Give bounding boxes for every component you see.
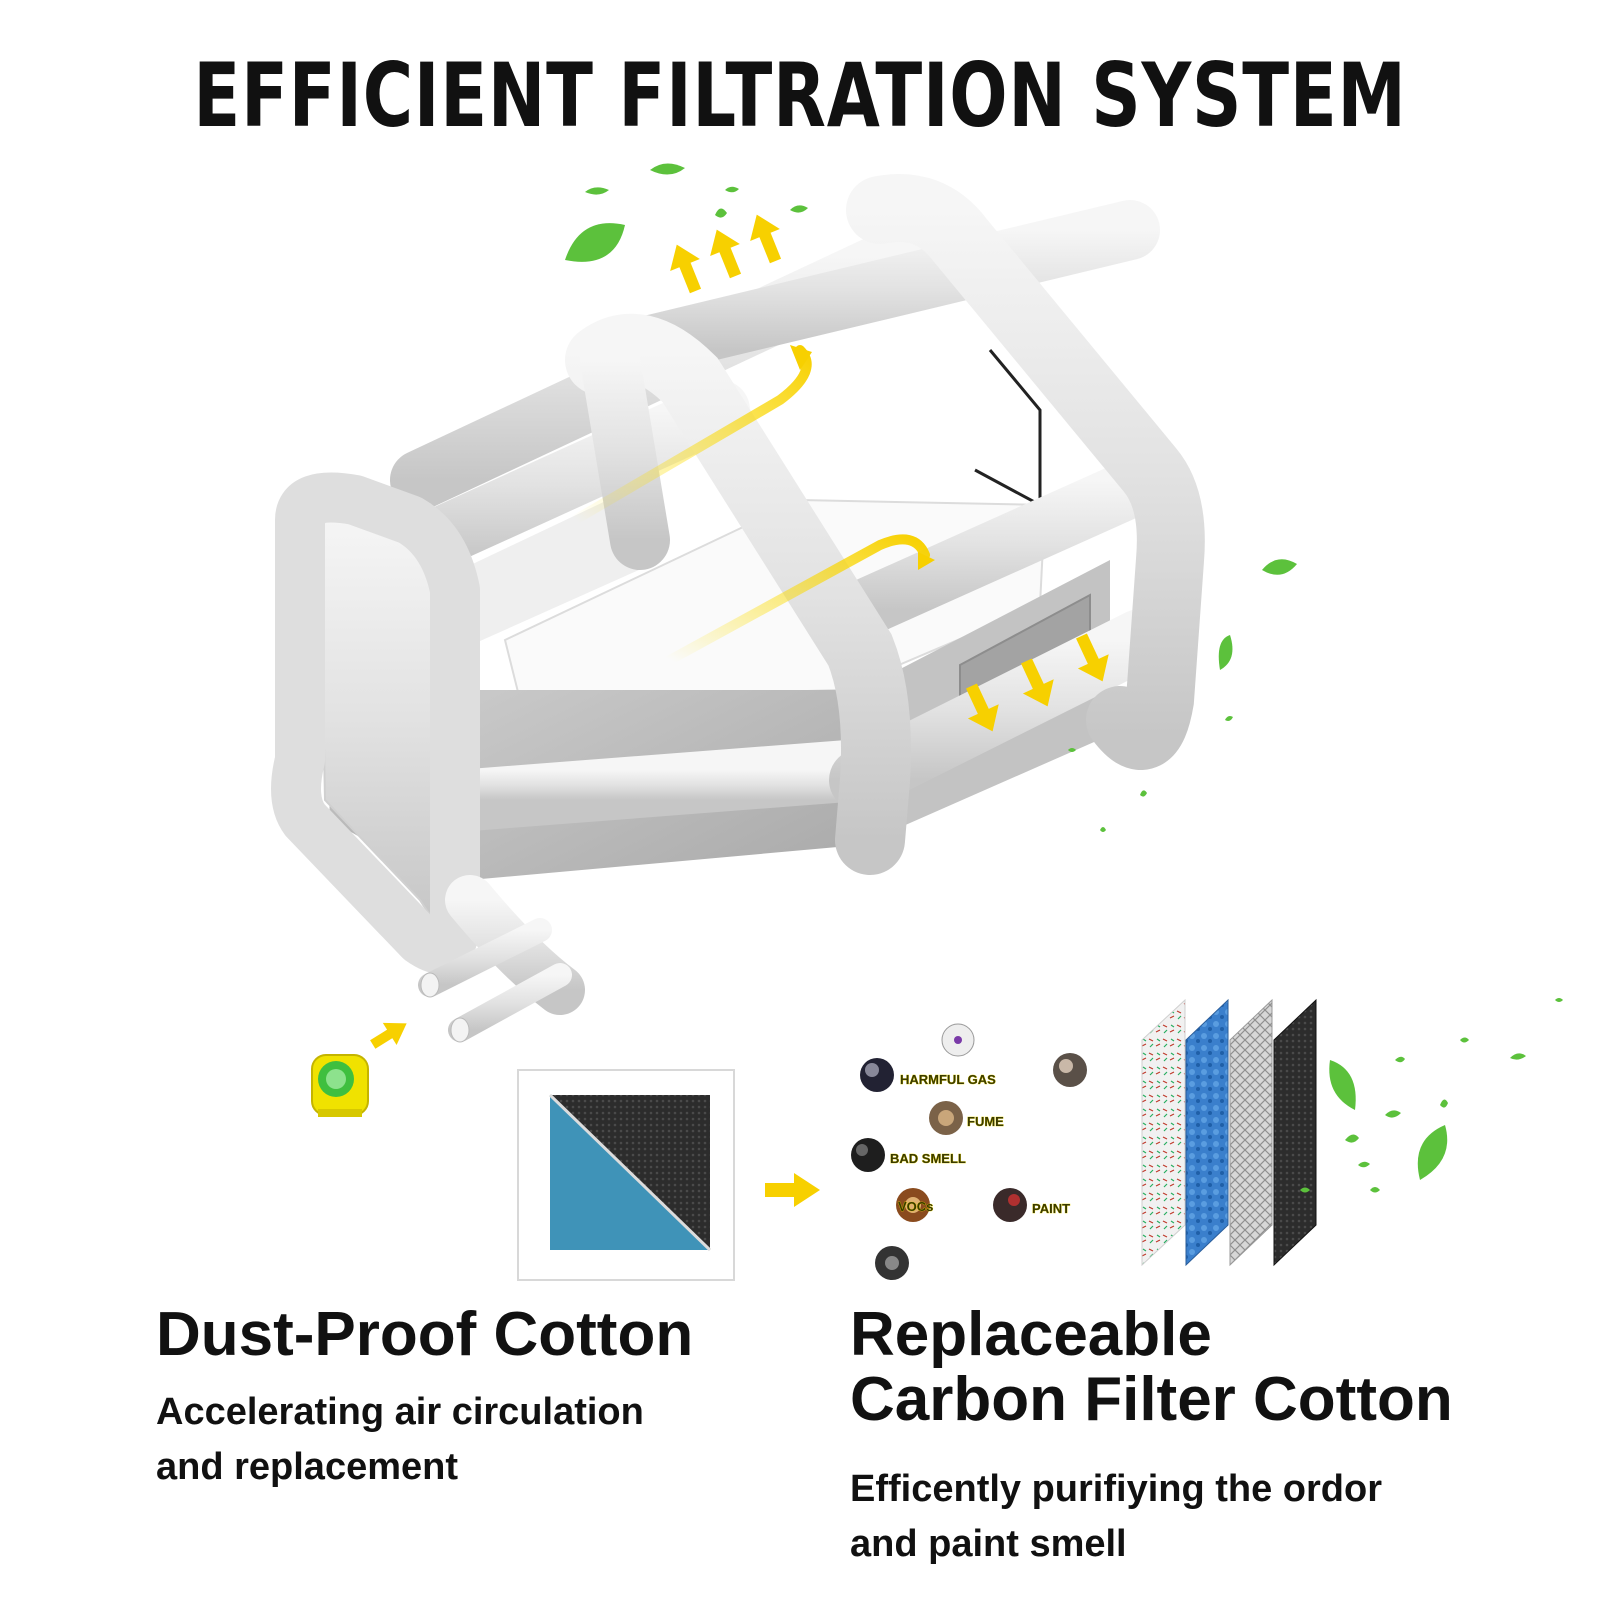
filter-layer-icon xyxy=(1185,998,1229,1267)
label-bad-smell: BAD SMELL xyxy=(890,1151,966,1166)
arrow-icon xyxy=(765,1173,820,1207)
leaf-icon xyxy=(1370,1187,1380,1193)
dust-proof-desc-line1: Accelerating air circulation xyxy=(156,1391,644,1433)
dust-proof-desc-line2: and replacement xyxy=(156,1446,458,1489)
leaf-icon xyxy=(1218,635,1233,670)
filter-layer-icon xyxy=(1229,998,1273,1267)
label-vocs: VOCs xyxy=(898,1199,933,1214)
arrow-icon xyxy=(670,244,702,294)
carbon-filter-heading: Replaceable Carbon Filter Cotton xyxy=(850,1302,1453,1432)
leaf-icon xyxy=(1262,559,1297,575)
leaf-icon xyxy=(715,208,727,218)
leaf-icon xyxy=(1358,1161,1370,1168)
leaf-icon xyxy=(1395,1056,1405,1063)
carbon-filter-desc-line1: Efficently purifiying the ordor xyxy=(850,1468,1383,1510)
spray-booth xyxy=(271,174,1205,1043)
leaf-icon xyxy=(1555,998,1563,1002)
intake-arrows xyxy=(966,633,1109,732)
label-harmful-gas: HARMFUL GAS xyxy=(900,1072,996,1087)
pollutant-icon xyxy=(993,1188,1027,1222)
leaf-icon xyxy=(1100,827,1106,832)
leaf-icon xyxy=(1345,1134,1359,1143)
pollutant-icon xyxy=(851,1138,885,1172)
pollutant-icon xyxy=(875,1246,909,1280)
dust-proof-heading: Dust-Proof Cotton xyxy=(156,1300,694,1369)
leaves xyxy=(565,163,1563,1193)
carbon-filter-description: Efficently purifiying the ordor and pain… xyxy=(850,1462,1382,1572)
leaf-icon xyxy=(1385,1110,1401,1118)
arrow-icon xyxy=(1021,658,1054,707)
leaf-icon xyxy=(565,223,625,262)
dust-proof-description: Accelerating air circulation and replace… xyxy=(156,1385,644,1495)
arrow-icon xyxy=(370,1022,407,1049)
carbon-filter-heading-line2: Carbon Filter Cotton xyxy=(850,1365,1453,1435)
arrow-icon xyxy=(1076,633,1109,682)
blower-icon xyxy=(311,1054,369,1117)
filter-layer-icon xyxy=(1273,998,1317,1267)
carbon-filter-layers xyxy=(1141,998,1317,1267)
leaf-icon xyxy=(585,187,609,195)
leaf-icon xyxy=(1510,1053,1526,1060)
leaf-icon xyxy=(1068,748,1076,752)
pollutant-icon xyxy=(929,1101,963,1135)
pollutant-cloud: HARMFUL GAS FUME BAD SMELL VOCs PAINT xyxy=(851,1023,1087,1280)
label-fume: FUME xyxy=(967,1114,1004,1129)
leaf-icon xyxy=(1460,1037,1469,1043)
arrow-icon xyxy=(966,683,999,732)
leaf-icon xyxy=(650,163,685,175)
arrow-icon xyxy=(710,229,742,279)
leaf-icon xyxy=(1300,1187,1310,1193)
filter-layer-icon xyxy=(1141,998,1186,1267)
arrow-icon xyxy=(750,214,782,264)
leaf-icon xyxy=(1225,716,1233,721)
pollutant-icon xyxy=(941,1023,975,1057)
leaf-icon xyxy=(1329,1060,1356,1110)
page-title: EFFICIENT FILTRATION SYSTEM xyxy=(193,44,1407,147)
pollutant-icon xyxy=(1053,1053,1087,1087)
dust-proof-cotton-image xyxy=(517,1069,735,1281)
carbon-filter-desc-line2: and paint smell xyxy=(850,1523,1127,1566)
pollutant-icon xyxy=(896,1188,930,1222)
leaf-icon xyxy=(725,186,739,193)
leaf-icon xyxy=(1440,1099,1448,1108)
carbon-filter-heading-line1: Replaceable xyxy=(850,1300,1212,1369)
leaf-icon xyxy=(790,205,808,213)
exhaust-arrows xyxy=(670,214,782,294)
label-paint: PAINT xyxy=(1032,1201,1070,1216)
leaf-icon xyxy=(1417,1125,1448,1180)
leaf-icon xyxy=(1140,790,1147,797)
pollutant-icon xyxy=(860,1058,894,1092)
